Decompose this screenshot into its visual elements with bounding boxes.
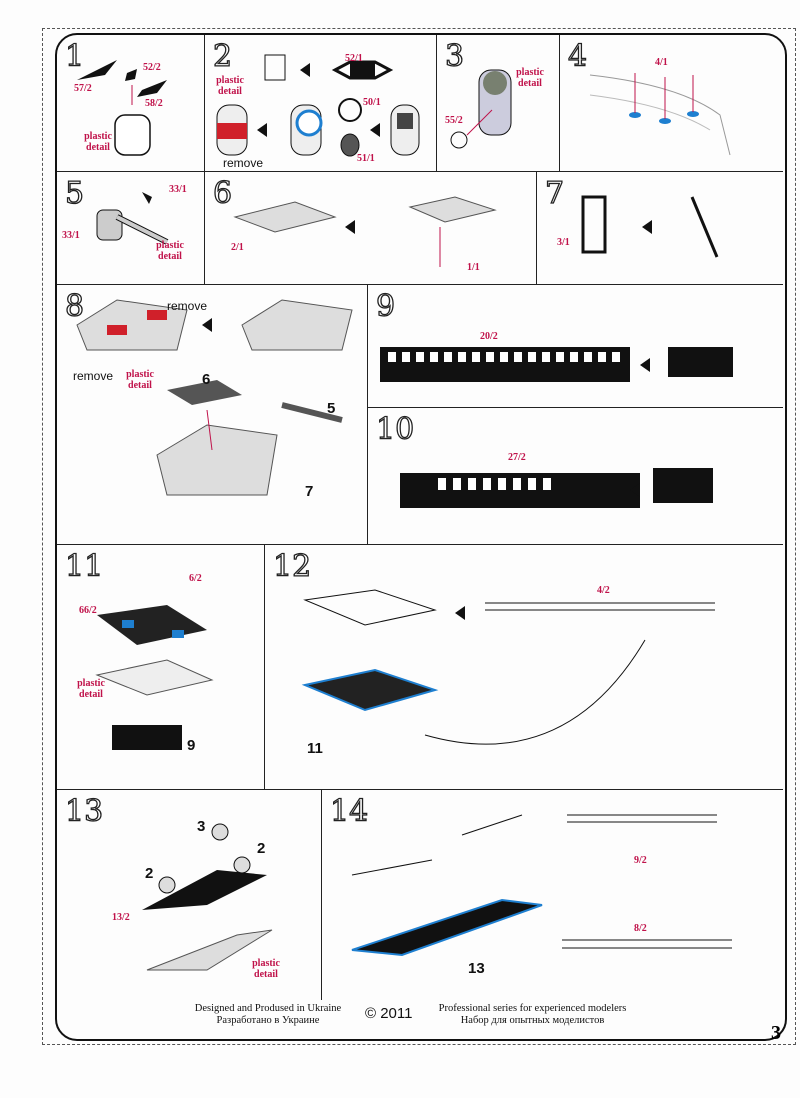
- part-label: 55/2: [445, 115, 463, 126]
- plastic-detail-label: plastic detail: [126, 369, 154, 391]
- step-4-illustration: [589, 73, 731, 156]
- step-8-panel: 8 remove remove plastic detail 6 5 7: [57, 285, 368, 545]
- step-11-panel: 11 6/2 66/2 plastic detail 9: [57, 545, 265, 790]
- step-1-illustration: [77, 60, 167, 156]
- step-11-illustration: [95, 605, 214, 750]
- step-10-illustration: [400, 468, 713, 508]
- step-6-illustration: [233, 196, 497, 267]
- step-2-illustration: [216, 54, 420, 157]
- step-number: 4: [567, 38, 588, 74]
- part-label: 33/1: [62, 230, 80, 241]
- step-number: 13: [64, 793, 104, 829]
- step-1-panel: 1 52/2 57/2 58/2 plastic detail: [57, 35, 205, 172]
- part-label: 1/1: [467, 262, 480, 273]
- step-5-illustration: [96, 192, 169, 245]
- step-14-panel: 14 9/2 8/2 13: [322, 790, 783, 1000]
- part-label: 20/2: [480, 331, 498, 342]
- part-label: 4/1: [655, 57, 668, 68]
- step-2-panel: 2 52/1 plastic detail 50/1 51/1 remove: [205, 35, 437, 172]
- step-3-illustration: [450, 69, 512, 149]
- footer-designed-en: Designed and Prodused in Ukraine: [194, 1003, 342, 1014]
- plastic-detail-label: plastic detail: [216, 75, 244, 97]
- step-number: 10: [375, 411, 415, 447]
- remove-label: remove: [167, 299, 208, 313]
- part-label: 4/2: [597, 585, 610, 596]
- step-ref-label: 11: [307, 740, 323, 757]
- step-number: 8: [64, 288, 85, 324]
- step-ref-label: 2: [257, 840, 266, 857]
- step-number: 7: [544, 175, 565, 211]
- part-label: 6/2: [189, 573, 202, 584]
- footer-designed-ru: Разработано в Украине: [216, 1015, 320, 1026]
- step-13-illustration: [142, 823, 273, 971]
- part-label: 3/1: [557, 237, 570, 248]
- step-ref-label: 9: [187, 737, 196, 754]
- step-6-panel: 6 2/1 1/1: [205, 172, 537, 285]
- step-number: 14: [329, 793, 369, 829]
- step-3-panel: 3 plastic detail 55/2: [437, 35, 560, 172]
- part-label: 50/1: [363, 97, 381, 108]
- step-13-panel: 13 3 2 2 13/2 plastic detail: [57, 790, 322, 1000]
- part-label: 52/2: [143, 62, 161, 73]
- step-number: 1: [64, 38, 85, 74]
- step-ref-label: 2: [145, 865, 154, 882]
- step-10-panel: 10 27/2: [368, 408, 783, 545]
- step-14-illustration: [351, 814, 732, 957]
- step-8-illustration: [76, 299, 353, 496]
- step-9-panel: 9 20/2: [368, 285, 783, 408]
- copyright: © 2011: [365, 1005, 413, 1022]
- step-number: 5: [64, 175, 85, 211]
- remove-label: remove: [73, 369, 114, 383]
- part-label: 33/1: [169, 184, 187, 195]
- plastic-detail-label: plastic detail: [77, 678, 105, 700]
- step-number: 3: [444, 38, 465, 74]
- step-7-illustration: [581, 195, 719, 258]
- part-label: 2/1: [231, 242, 244, 253]
- plastic-detail-label: plastic detail: [252, 958, 280, 980]
- footer-series-ru: Набор для опытных моделистов: [460, 1015, 605, 1026]
- part-label: 13/2: [112, 912, 130, 923]
- plastic-detail-label: plastic detail: [156, 240, 184, 262]
- step-4-panel: 4 4/1: [560, 35, 783, 172]
- step-12-panel: 12 4/2 11: [265, 545, 783, 790]
- step-12-illustration: [301, 589, 715, 745]
- step-ref-label: 6: [202, 371, 211, 388]
- part-label: 57/2: [74, 83, 92, 94]
- cut-line: [42, 28, 796, 1045]
- remove-label: remove: [223, 156, 264, 170]
- step-ref-label: 5: [327, 400, 336, 417]
- footer-series-en: Professional series for experienced mode…: [438, 1003, 627, 1014]
- part-label: 52/1: [345, 53, 363, 64]
- step-5-panel: 5 33/1 33/1 plastic detail: [57, 172, 205, 285]
- plastic-detail-label: plastic detail: [516, 67, 544, 89]
- plastic-detail-label: plastic detail: [84, 131, 112, 153]
- step-number: 9: [375, 288, 396, 324]
- part-label: 9/2: [634, 855, 647, 866]
- footer-left: Designed and Prodused in Ukraine Разрабо…: [178, 1003, 358, 1027]
- step-ref-label: 7: [305, 483, 314, 500]
- page-number: 3: [771, 1022, 781, 1044]
- footer-right: Professional series for experienced mode…: [420, 1003, 645, 1027]
- step-ref-label: 13: [468, 960, 485, 977]
- page-frame: [55, 33, 787, 1041]
- step-number: 11: [64, 548, 104, 584]
- part-label: 51/1: [357, 153, 375, 164]
- step-7-panel: 7 3/1: [537, 172, 783, 285]
- part-label: 27/2: [508, 452, 526, 463]
- part-label: 8/2: [634, 923, 647, 934]
- step-number: 2: [212, 38, 233, 74]
- part-label: 66/2: [79, 605, 97, 616]
- step-number: 12: [272, 548, 312, 584]
- part-label: 58/2: [145, 98, 163, 109]
- step-9-illustration: [380, 347, 733, 382]
- step-ref-label: 3: [197, 818, 206, 835]
- step-number: 6: [212, 175, 233, 211]
